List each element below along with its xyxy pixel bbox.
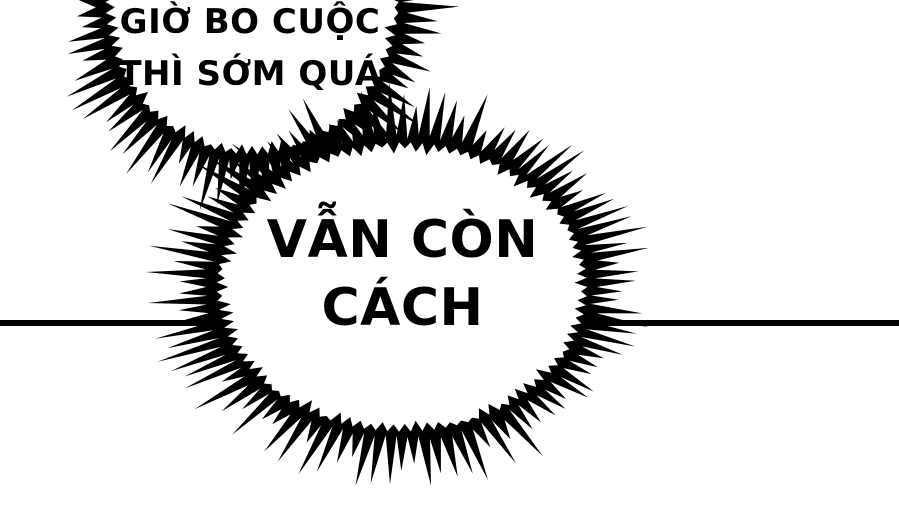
bubble-main-text-line2: CÁCH <box>321 278 484 338</box>
speech-bubble-top: GIỜ BO CUỘC THÌ SỚM QUÁ <box>90 0 410 100</box>
speech-bubble-main: VẪN CÒN CÁCH <box>215 206 590 342</box>
bubble-top-text-line1: GIỜ BO CUỘC <box>119 2 381 42</box>
bubble-main-text-line1: VẪN CÒN <box>266 210 539 270</box>
bubble-top-text-line2: THÌ SỚM QUÁ <box>118 54 382 94</box>
